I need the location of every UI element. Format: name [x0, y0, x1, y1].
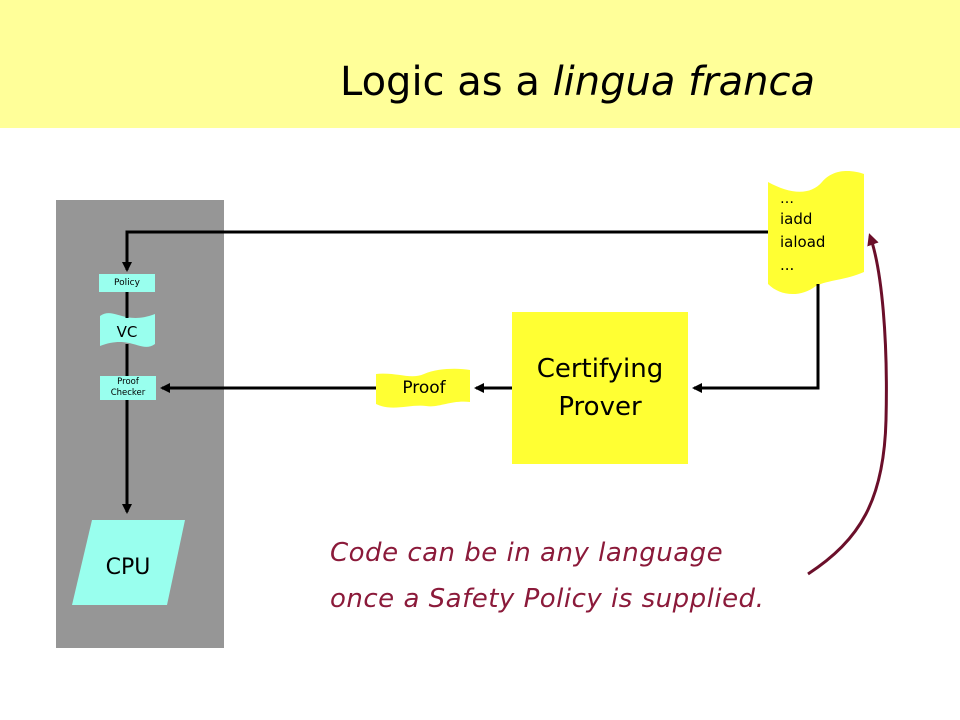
curved-note-arrow	[807, 233, 888, 576]
proof-checker-label-line2: Checker	[110, 388, 146, 398]
proof-label: Proof	[402, 378, 446, 398]
note-line-1: Code can be in any language	[330, 538, 724, 568]
slide-title: Logic as a lingua franca	[340, 59, 816, 105]
vc-document-shape	[100, 313, 155, 347]
code-to-policy-arrow	[122, 230, 768, 272]
proof-checker-box: Proof Checker	[100, 376, 156, 400]
proof-checker-label-line1: Proof	[117, 377, 139, 387]
code-line-3: iaload	[780, 233, 825, 251]
policy-box: Policy	[99, 274, 155, 292]
policy-label: Policy	[114, 278, 140, 288]
title-band	[0, 0, 960, 128]
proof-document-shape	[376, 368, 470, 408]
prover-label-line1: Certifying	[536, 354, 664, 384]
certifying-prover-box: Certifying Prover	[512, 312, 688, 464]
note-line-2: once a Safety Policy is supplied.	[330, 584, 765, 614]
code-line-4: ...	[780, 256, 794, 274]
code-to-prover-arrow	[692, 284, 820, 393]
vc-label: VC	[117, 323, 138, 341]
code-line-1: …	[780, 191, 794, 207]
code-line-2: iadd	[780, 210, 812, 228]
cpu-shape	[72, 520, 185, 605]
safety-note: Code can be in any language once a Safet…	[330, 530, 764, 622]
code-document-shape	[768, 171, 864, 295]
cpu-label: CPU	[106, 555, 151, 580]
prover-label-line2: Prover	[558, 392, 642, 422]
